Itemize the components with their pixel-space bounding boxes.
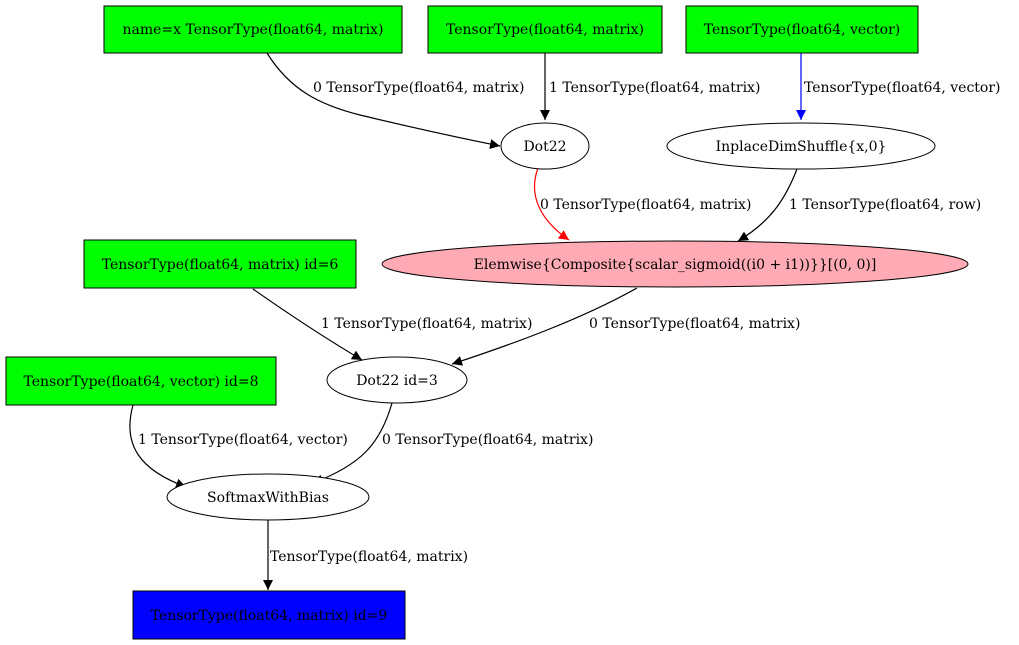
- node-dot22-id3[interactable]: Dot22 id=3: [326, 356, 468, 404]
- node-dimshuffle[interactable]: InplaceDimShuffle{x,0}: [666, 122, 936, 170]
- edge-label: TensorType(float64, vector): [804, 80, 1001, 96]
- node-label: InplaceDimShuffle{x,0}: [716, 139, 887, 155]
- edge-line: [451, 287, 638, 366]
- node-box: [132, 590, 406, 640]
- node-label: TensorType(float64, matrix) id=9: [151, 608, 388, 624]
- edge-line: [252, 288, 363, 361]
- node-ellipse: [666, 122, 936, 170]
- node-output-id9[interactable]: TensorType(float64, matrix) id=9: [132, 590, 406, 640]
- edge-label: TensorType(float64, matrix): [270, 549, 468, 565]
- edge-label: 1 TensorType(float64, matrix): [321, 316, 532, 332]
- edge-dot22-to-elemwise: 0 TensorType(float64, matrix): [534, 167, 751, 241]
- node-ellipse: [381, 240, 969, 288]
- edge-id6-to-dot22b: 1 TensorType(float64, matrix): [252, 288, 532, 361]
- edge-line: [534, 167, 570, 241]
- node-input-x[interactable]: name=x TensorType(float64, matrix): [103, 5, 403, 54]
- node-box: [685, 5, 919, 54]
- edge-dimshuffle-to-elemwise: 1 TensorType(float64, row): [737, 168, 981, 242]
- edge-label: 0 TensorType(float64, matrix): [313, 80, 524, 96]
- edge-id8-to-softmax: 1 TensorType(float64, vector): [129, 404, 348, 489]
- node-box: [103, 5, 403, 54]
- edge-label: 1 TensorType(float64, row): [789, 197, 981, 213]
- edge-line: [129, 404, 187, 489]
- edge-x-to-dot22: 0 TensorType(float64, matrix): [266, 52, 524, 149]
- node-label: Elemwise{Composite{scalar_sigmoid((i0 + …: [474, 257, 877, 273]
- edge-dot22b-to-softmax: 0 TensorType(float64, matrix): [312, 402, 593, 485]
- edge-matrix-to-dot22: 1 TensorType(float64, matrix): [540, 53, 760, 120]
- edge-softmax-to-output: TensorType(float64, matrix): [263, 518, 468, 590]
- edge-label: 1 TensorType(float64, matrix): [549, 80, 760, 96]
- node-ellipse: [326, 356, 468, 404]
- edge-line: [312, 402, 393, 485]
- node-softmax[interactable]: SoftmaxWithBias: [166, 473, 370, 521]
- edge-line: [266, 52, 501, 149]
- node-elemwise[interactable]: Elemwise{Composite{scalar_sigmoid((i0 + …: [381, 240, 969, 288]
- node-ellipse: [500, 122, 590, 170]
- node-label: TensorType(float64, matrix) id=6: [102, 257, 339, 273]
- node-input-matrix[interactable]: TensorType(float64, matrix): [427, 5, 663, 54]
- node-input-id8[interactable]: TensorType(float64, vector) id=8: [5, 356, 277, 406]
- edge-label: 1 TensorType(float64, vector): [138, 432, 348, 448]
- edge-line: [737, 168, 798, 242]
- node-label: Dot22 id=3: [356, 373, 438, 389]
- node-box: [5, 356, 277, 406]
- node-label: TensorType(float64, vector): [704, 22, 901, 38]
- node-label: Dot22: [523, 139, 566, 155]
- node-ellipse: [166, 473, 370, 521]
- node-input-vector[interactable]: TensorType(float64, vector): [685, 5, 919, 54]
- edge-vector-to-dimshuffle: TensorType(float64, vector): [796, 53, 1001, 120]
- node-label: SoftmaxWithBias: [207, 490, 329, 506]
- node-label: TensorType(float64, vector) id=8: [23, 374, 258, 390]
- node-input-id6[interactable]: TensorType(float64, matrix) id=6: [83, 239, 357, 289]
- node-label: name=x TensorType(float64, matrix): [122, 22, 383, 38]
- node-label: TensorType(float64, matrix): [446, 22, 644, 38]
- node-box: [427, 5, 663, 54]
- node-box: [83, 239, 357, 289]
- edge-label: 0 TensorType(float64, matrix): [540, 197, 751, 213]
- edge-elemwise-to-dot22b: 0 TensorType(float64, matrix): [451, 287, 800, 366]
- node-dot22[interactable]: Dot22: [500, 122, 590, 170]
- edge-label: 0 TensorType(float64, matrix): [589, 316, 800, 332]
- edge-label: 0 TensorType(float64, matrix): [382, 432, 593, 448]
